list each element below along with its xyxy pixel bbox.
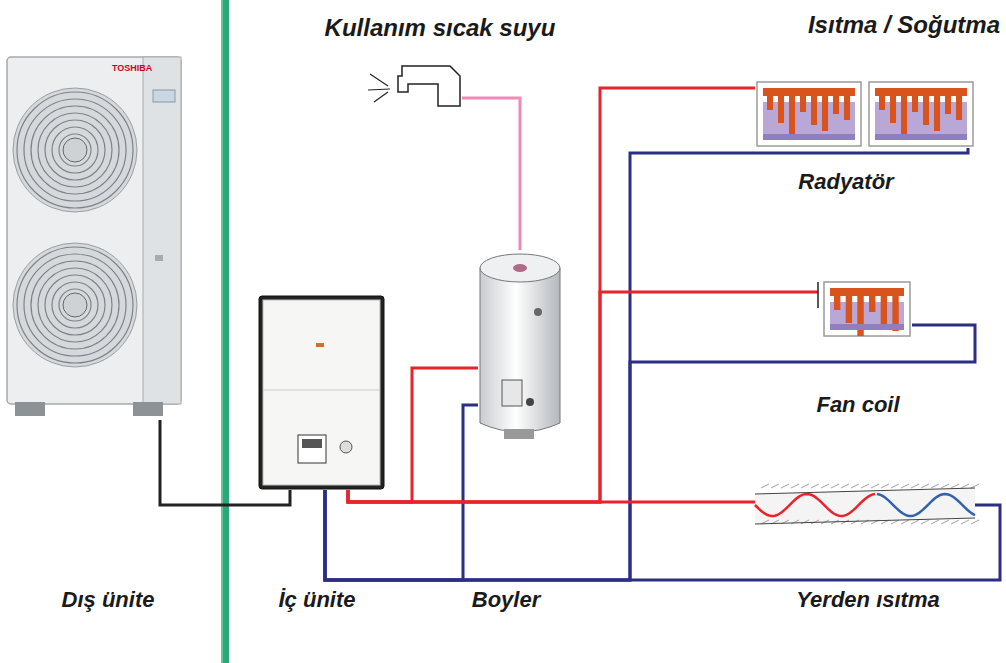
supply-pipe [348,292,818,502]
node-caption: Fan coil [816,392,899,417]
node-caption: Yerden ısıtma [796,587,939,612]
fan-coil-picture [818,280,912,338]
supply-pipe [348,490,755,502]
underfloor-heating-picture [755,482,975,526]
brand-logo: TOSHIBA [112,64,152,74]
wall-line [221,0,229,663]
boiler-tank-picture [478,250,562,445]
fan-coil: Fan coil [818,280,912,338]
node-caption: Dış ünite [62,587,155,612]
outdoor-unit-picture [5,55,183,420]
node-caption: Boyler [472,587,540,612]
wall-highlight [221,0,223,663]
hot-water-tap-picture [340,62,462,112]
underfloor-heating: Yerden ısıtma [755,482,975,526]
node-caption: İç ünite [278,587,355,612]
group-heading: Isıtma / Soğutma [808,12,1000,38]
indoor-unit: İç ünite [258,295,385,490]
boiler-tank: Boyler [478,250,562,445]
hot-water-pipe [462,98,520,250]
outdoor-unit: Dış ünite [5,55,183,420]
radiator: Radyatör [755,80,975,148]
return-pipe [325,325,975,580]
hot-water-tap: Kullanım sıcak suyu [340,62,462,112]
supply-pipe [348,88,755,502]
radiator-picture [755,80,975,148]
node-caption: Radyatör [798,169,893,194]
node-heading: Kullanım sıcak suyu [325,14,556,42]
indoor-unit-picture [258,295,385,490]
